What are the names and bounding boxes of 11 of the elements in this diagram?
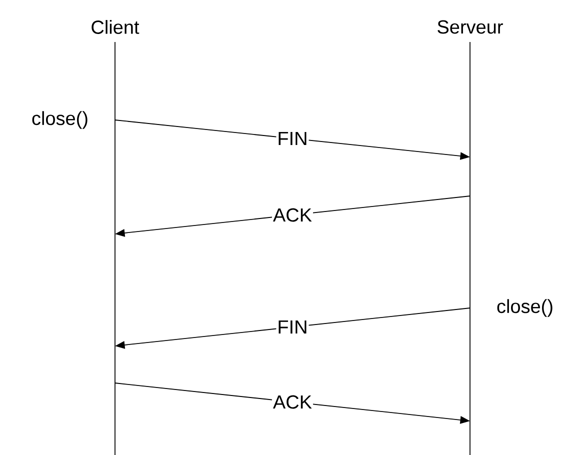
- edge-label: ACK: [272, 207, 314, 223]
- edge-label: FIN: [276, 319, 309, 335]
- call-label: close(): [32, 111, 88, 129]
- call-label: close(): [497, 299, 552, 317]
- edge-label: FIN: [276, 130, 309, 146]
- edge-label: ACK: [272, 394, 314, 410]
- arrow: [115, 196, 470, 237]
- arrow: [114, 382, 470, 424]
- participant-lifeline: Client: [92, 20, 140, 455]
- arrow: [114, 120, 470, 160]
- arrow: [115, 308, 470, 349]
